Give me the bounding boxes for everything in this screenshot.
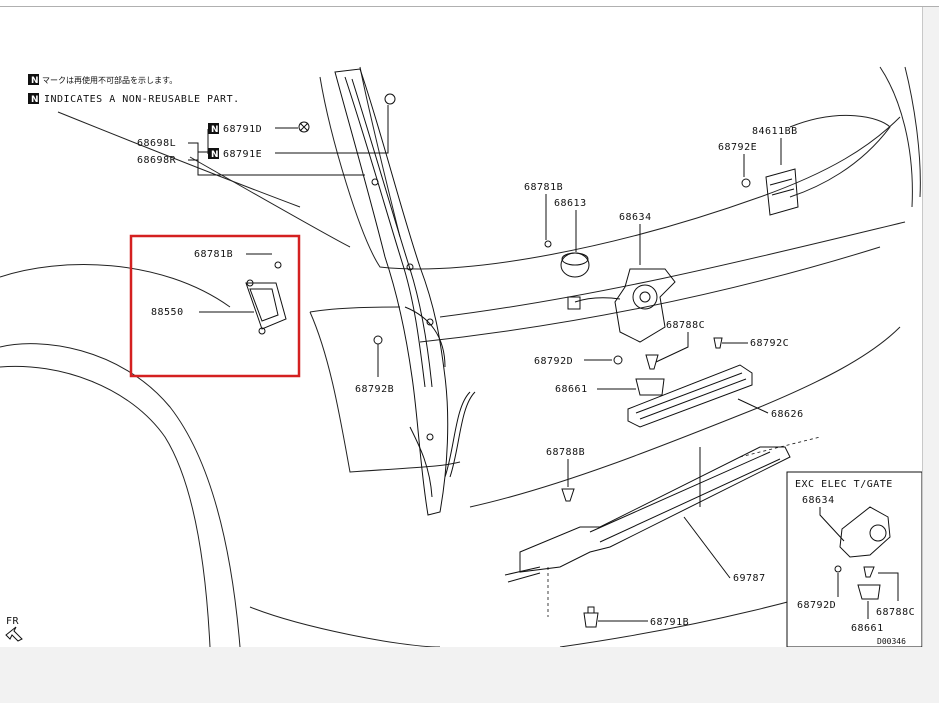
screw-68792C-icon	[713, 337, 723, 349]
parts-diagram-canvas: N マークは再使用不可部品を示します。 N INDICATES A NON-RE…	[0, 7, 923, 647]
label-68788B[interactable]: 68788B	[546, 447, 585, 458]
inset-bracket-icon	[857, 584, 881, 600]
actuator-68634-icon	[614, 268, 676, 343]
non-reusable-badge-icon	[208, 123, 219, 134]
highlight-box-88550[interactable]: 68781B 88550	[129, 234, 301, 378]
label-68661[interactable]: 68661	[555, 384, 588, 395]
garnish-69787-icon	[519, 446, 791, 573]
parts-diagram: N マークは再使用不可部品を示します。 N INDICATES A NON-RE…	[0, 66, 922, 647]
handle-68626-icon	[627, 364, 753, 428]
label-68626[interactable]: 68626	[771, 409, 804, 420]
window-top-bar	[0, 0, 939, 7]
label-68791B[interactable]: 68791B	[650, 617, 689, 628]
inset-screw-icon	[863, 566, 875, 578]
callout-handle-assembly: 68788C 68792C 68792D 68661 68626	[534, 320, 804, 428]
label-68792C[interactable]: 68792C	[750, 338, 789, 349]
callout-pillar-trim: 68698L 68698R N 68791D N 68791E	[137, 93, 396, 176]
callout-actuator: 68781B 68613 68634	[524, 182, 676, 343]
clip-68791B-icon	[583, 612, 599, 628]
screw-68781B-icon	[274, 261, 282, 269]
label-88550[interactable]: 88550	[151, 307, 184, 318]
non-reusable-badge-icon	[28, 93, 39, 104]
inset-title: EXC ELEC T/GATE	[795, 479, 893, 490]
front-direction-label: FR	[6, 616, 20, 627]
non-reusable-badge-icon	[208, 148, 219, 159]
label-68781B-box[interactable]: 68781B	[194, 249, 233, 260]
inset-label-68788C[interactable]: 68788C	[876, 607, 915, 618]
pillar-trim-drawing	[334, 68, 476, 516]
label-68698L[interactable]: 68698L	[137, 138, 176, 149]
label-68788C[interactable]: 68788C	[666, 320, 705, 331]
label-68613[interactable]: 68613	[554, 198, 587, 209]
direction-indicator: FR	[5, 616, 23, 642]
label-68634[interactable]: 68634	[619, 212, 652, 223]
screw-68792E-icon	[741, 178, 751, 188]
inset-screw-icon	[834, 565, 842, 573]
selection-highlight[interactable]	[129, 234, 301, 378]
badge-letter: N	[211, 125, 219, 135]
label-84611BB[interactable]: 84611BB	[752, 126, 798, 137]
clip-68791D-icon	[298, 121, 310, 133]
clip-68791E-icon	[384, 93, 396, 105]
label-68791E[interactable]: 68791E	[223, 149, 262, 160]
drawing-code: D00346	[877, 637, 906, 646]
label-68791D[interactable]: 68791D	[223, 124, 262, 135]
label-68792B[interactable]: 68792B	[355, 384, 394, 395]
front-arrow-icon	[5, 626, 23, 642]
inset-frame	[786, 471, 922, 647]
vehicle-body-outline	[0, 66, 921, 647]
inset-exc-elec-tgate: EXC ELEC T/GATE 68634 68792D 68788C 6866…	[786, 471, 922, 647]
module-84611BB-icon	[765, 168, 799, 216]
inset-label-68661[interactable]: 68661	[851, 623, 884, 634]
bracket-68661-icon	[635, 378, 665, 396]
callout-84611BB: 84611BB 68792E	[718, 126, 799, 216]
screw-68788B-icon	[561, 488, 575, 502]
callout-garnish: 68788B 69787 68791B	[504, 436, 821, 628]
label-68781B[interactable]: 68781B	[524, 182, 563, 193]
screw-68788C-icon	[645, 354, 659, 370]
note-legend: N マークは再使用不可部品を示します。 N INDICATES A NON-RE…	[28, 74, 240, 105]
inset-label-68634[interactable]: 68634	[802, 495, 835, 506]
screw-68792D-icon	[613, 355, 623, 365]
note-english: INDICATES A NON-REUSABLE PART.	[44, 94, 240, 105]
screw-icon	[544, 240, 552, 248]
label-68792D[interactable]: 68792D	[534, 356, 573, 367]
non-reusable-badge-icon	[28, 74, 39, 85]
badge-letter: N	[211, 150, 219, 160]
callout-68792B: 68792B	[355, 335, 394, 395]
inset-label-68792D[interactable]: 68792D	[797, 600, 836, 611]
badge-letter: N	[31, 76, 39, 86]
screw-68792B-icon	[373, 335, 383, 345]
label-68792E[interactable]: 68792E	[718, 142, 757, 153]
lamp-88550-icon	[245, 282, 287, 330]
note-japanese: マークは再使用不可部品を示します。	[42, 75, 177, 85]
label-68698R[interactable]: 68698R	[137, 155, 177, 166]
label-69787[interactable]: 69787	[733, 573, 766, 584]
badge-letter: N	[31, 95, 39, 105]
inset-actuator-icon	[839, 506, 891, 558]
